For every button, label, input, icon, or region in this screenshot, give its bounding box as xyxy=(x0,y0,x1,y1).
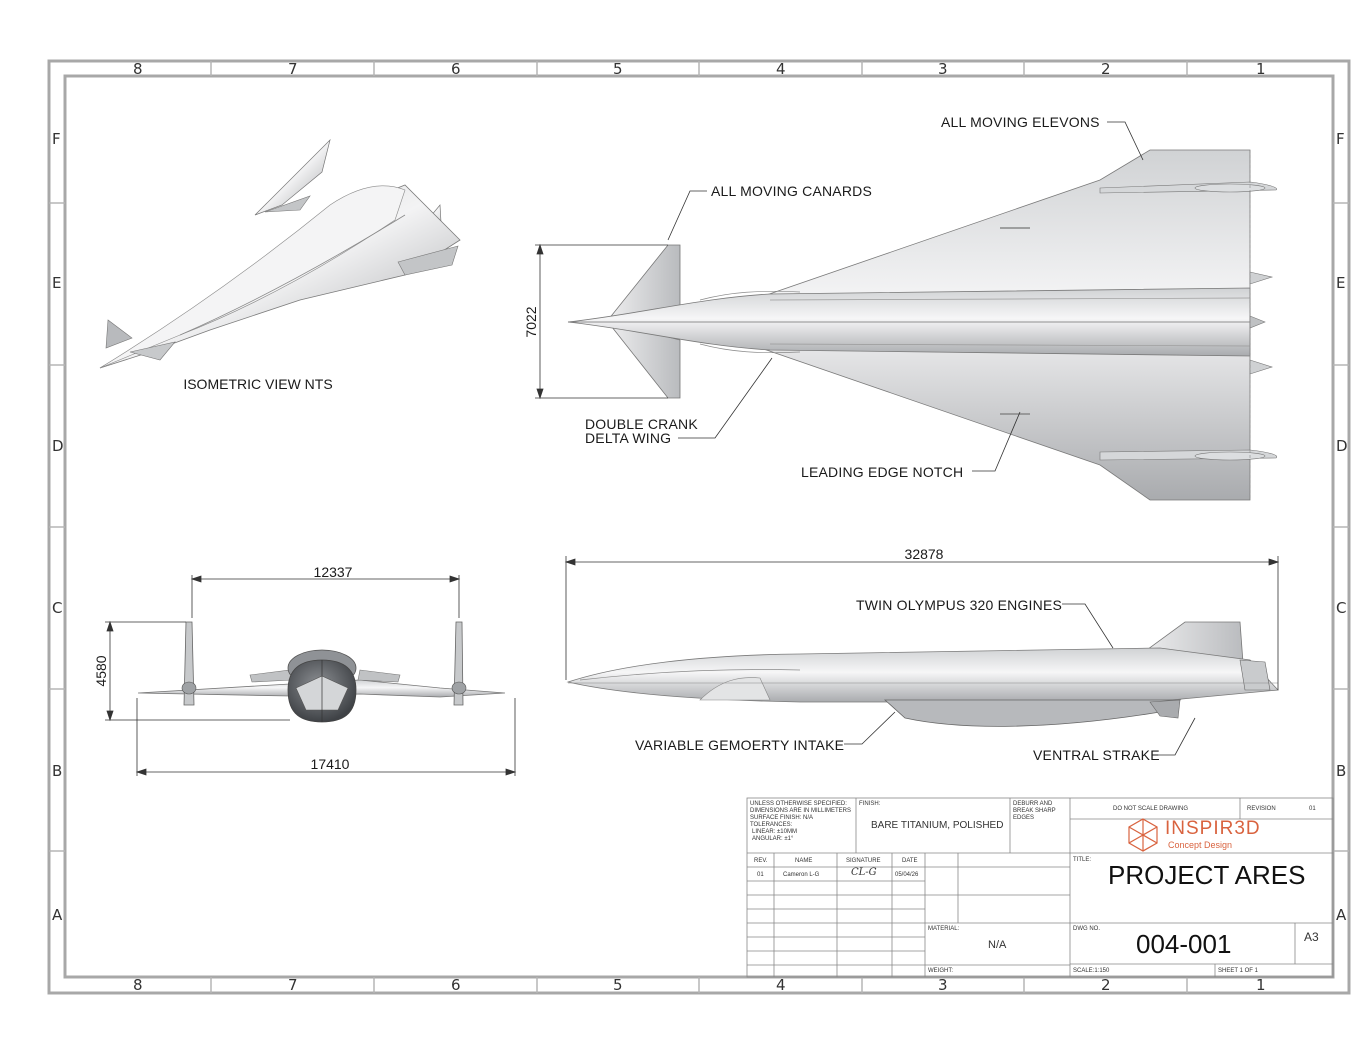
zone-left-E: E xyxy=(52,274,62,292)
inspir3d-logo-mark xyxy=(1128,818,1158,852)
sheet-size: A3 xyxy=(1304,930,1319,944)
tolerance-line-3: SURFACE FINISH: N/A xyxy=(750,815,814,821)
ventral-strake xyxy=(1149,699,1181,719)
row-signature: CL-G xyxy=(851,867,877,878)
revision-value: 01 xyxy=(1309,806,1316,812)
zone-left-C: C xyxy=(52,599,63,617)
fuselage-side xyxy=(566,647,1279,703)
header-rev: REV. xyxy=(754,858,768,864)
zone-top-1: 1 xyxy=(1256,60,1266,78)
dim-wing-span-text: 17410 xyxy=(311,756,350,772)
intake-ramp xyxy=(883,699,1182,727)
material-label: MATERIAL: xyxy=(928,926,960,932)
zone-bottom-6: 6 xyxy=(451,976,461,994)
zone-top-8: 8 xyxy=(133,60,143,78)
callout-notch: LEADING EDGE NOTCH xyxy=(801,464,964,480)
isometric-view-label: ISOMETRIC VIEW NTS xyxy=(183,376,332,392)
title-block xyxy=(746,797,1334,978)
callout-engines: TWIN OLYMPUS 320 ENGINES xyxy=(856,597,1063,613)
zone-right-E: E xyxy=(1336,274,1346,292)
zone-ticks xyxy=(49,61,1349,993)
zone-right-F: F xyxy=(1336,130,1345,148)
side-view xyxy=(566,621,1279,727)
zone-top-5: 5 xyxy=(613,60,623,78)
side-leaders xyxy=(844,603,1196,756)
zone-top-3: 3 xyxy=(938,60,948,78)
header-signature: SIGNATURE xyxy=(846,858,881,864)
dim-plan-width xyxy=(535,243,668,400)
callout-strake: VENTRAL STRAKE xyxy=(1033,747,1160,763)
callout-intake: VARIABLE GEMOERTY INTAKE xyxy=(635,737,845,753)
drawing-title: PROJECT ARES xyxy=(1108,860,1306,890)
dim-height-text: 4580 xyxy=(93,655,109,686)
callout-wing-line2: DELTA WING xyxy=(585,430,672,446)
row-date: 05/04/26 xyxy=(895,872,919,878)
zone-left-B: B xyxy=(52,762,63,780)
tolerance-line-2: DIMENSIONS ARE IN MILLIMETERS xyxy=(750,808,852,814)
zone-bottom-8: 8 xyxy=(133,976,143,994)
row-name: Cameron L-G xyxy=(783,872,820,878)
sheet-number: SHEET 1 OF 1 xyxy=(1218,968,1258,974)
zone-top-7: 7 xyxy=(288,60,298,78)
zone-left-A: A xyxy=(52,906,63,924)
dim-plan-width-text: 7022 xyxy=(523,306,539,337)
dwg-label: DWG NO. xyxy=(1073,926,1100,932)
dim-length-text: 32878 xyxy=(905,546,944,562)
zone-top-2: 2 xyxy=(1101,60,1111,78)
zone-left-D: D xyxy=(52,437,64,455)
zone-bottom-7: 7 xyxy=(288,976,298,994)
row-rev: 01 xyxy=(757,872,764,878)
zone-right-C: C xyxy=(1336,599,1347,617)
zone-right-A: A xyxy=(1336,906,1347,924)
zone-right-D: D xyxy=(1336,437,1348,455)
scale-text: SCALE:1:150 xyxy=(1073,968,1110,974)
zone-bottom-5: 5 xyxy=(613,976,623,994)
material-value: N/A xyxy=(988,939,1007,951)
plan-view xyxy=(567,149,1278,501)
zone-bottom-2: 2 xyxy=(1101,976,1111,994)
logo-name: INSPIR3D xyxy=(1165,818,1261,839)
deburr-line-1: DEBURR AND xyxy=(1013,801,1053,807)
weight-label: WEIGHT: xyxy=(928,968,953,974)
logo-tagline: Concept Design xyxy=(1168,840,1233,850)
isometric-view xyxy=(99,138,461,369)
title-label: TITLE: xyxy=(1073,857,1092,863)
zone-bottom-1: 1 xyxy=(1256,976,1266,994)
deburr-line-3: EDGES xyxy=(1013,815,1035,821)
deburr-line-2: BREAK SHARP xyxy=(1013,808,1056,814)
callout-wing-line1: DOUBLE CRANK xyxy=(585,416,698,432)
tolerance-line-1: UNLESS OTHERWISE SPECIFIED: xyxy=(750,801,847,807)
dim-front xyxy=(105,575,517,776)
zone-top-4: 4 xyxy=(776,60,786,78)
tolerance-line-4: TOLERANCES: xyxy=(750,822,793,828)
no-scale-note: DO NOT SCALE DRAWING xyxy=(1113,806,1189,812)
finish-value: BARE TITANIUM, POLISHED xyxy=(871,820,1004,831)
tolerance-line-6: ANGULAR: ±1° xyxy=(752,836,794,842)
plan-leaders xyxy=(667,121,1144,472)
dwg-number: 004-001 xyxy=(1136,929,1232,959)
dim-fin-span-text: 12337 xyxy=(314,564,353,580)
finish-label: FINISH: xyxy=(859,801,881,807)
zone-top-6: 6 xyxy=(451,60,461,78)
zone-right-B: B xyxy=(1336,762,1347,780)
revision-label: REVISION xyxy=(1247,806,1276,812)
zone-left-F: F xyxy=(52,130,61,148)
zone-bottom-3: 3 xyxy=(938,976,948,994)
header-name: NAME xyxy=(795,858,813,864)
callout-elevons: ALL MOVING ELEVONS xyxy=(941,114,1100,130)
header-date: DATE xyxy=(902,858,918,864)
callout-canards: ALL MOVING CANARDS xyxy=(711,183,873,199)
tolerance-line-5: LINEAR: ±10MM xyxy=(752,829,797,835)
zone-bottom-4: 4 xyxy=(776,976,786,994)
dim-length xyxy=(564,556,1280,690)
front-view xyxy=(137,621,506,723)
